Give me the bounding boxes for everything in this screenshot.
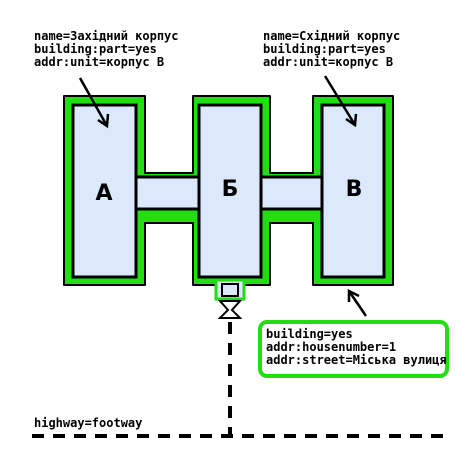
- block-west-label: А: [95, 181, 112, 206]
- east-arrow-head: [345, 113, 358, 128]
- entrance-marker: [217, 300, 243, 319]
- building-arrow: [347, 290, 368, 317]
- east-arrow: [323, 75, 357, 126]
- connector-east: [254, 175, 328, 211]
- building-tags-box: [258, 320, 449, 378]
- east-tag-name: name=Східний корпус: [263, 29, 400, 43]
- block-east-label: В: [346, 177, 363, 202]
- block-center: [197, 103, 263, 279]
- block-center-label: Б: [222, 177, 239, 202]
- connector-west: [130, 175, 204, 211]
- building-tag-building: building=yes: [266, 327, 353, 341]
- building-arrow-head: [347, 288, 360, 302]
- block-west: [71, 103, 138, 279]
- block-east: [320, 103, 386, 279]
- west-tag-part: building:part=yes: [34, 42, 157, 56]
- west-tag-name: name=Західний корпус: [34, 29, 179, 43]
- entrance-door: [221, 283, 239, 297]
- west-arrow-head: [97, 113, 110, 129]
- building-tag-housenumber: addr:housenumber=1: [266, 340, 396, 354]
- west-arrow: [78, 77, 109, 127]
- east-tag-part: building:part=yes: [263, 42, 386, 56]
- east-tag-unit: addr:unit=корпус В: [263, 55, 393, 69]
- highway-tag: highway=footway: [34, 416, 142, 430]
- building-tag-street: addr:street=Міська вулиця: [266, 353, 447, 367]
- west-tag-unit: addr:unit=корпус В: [34, 55, 164, 69]
